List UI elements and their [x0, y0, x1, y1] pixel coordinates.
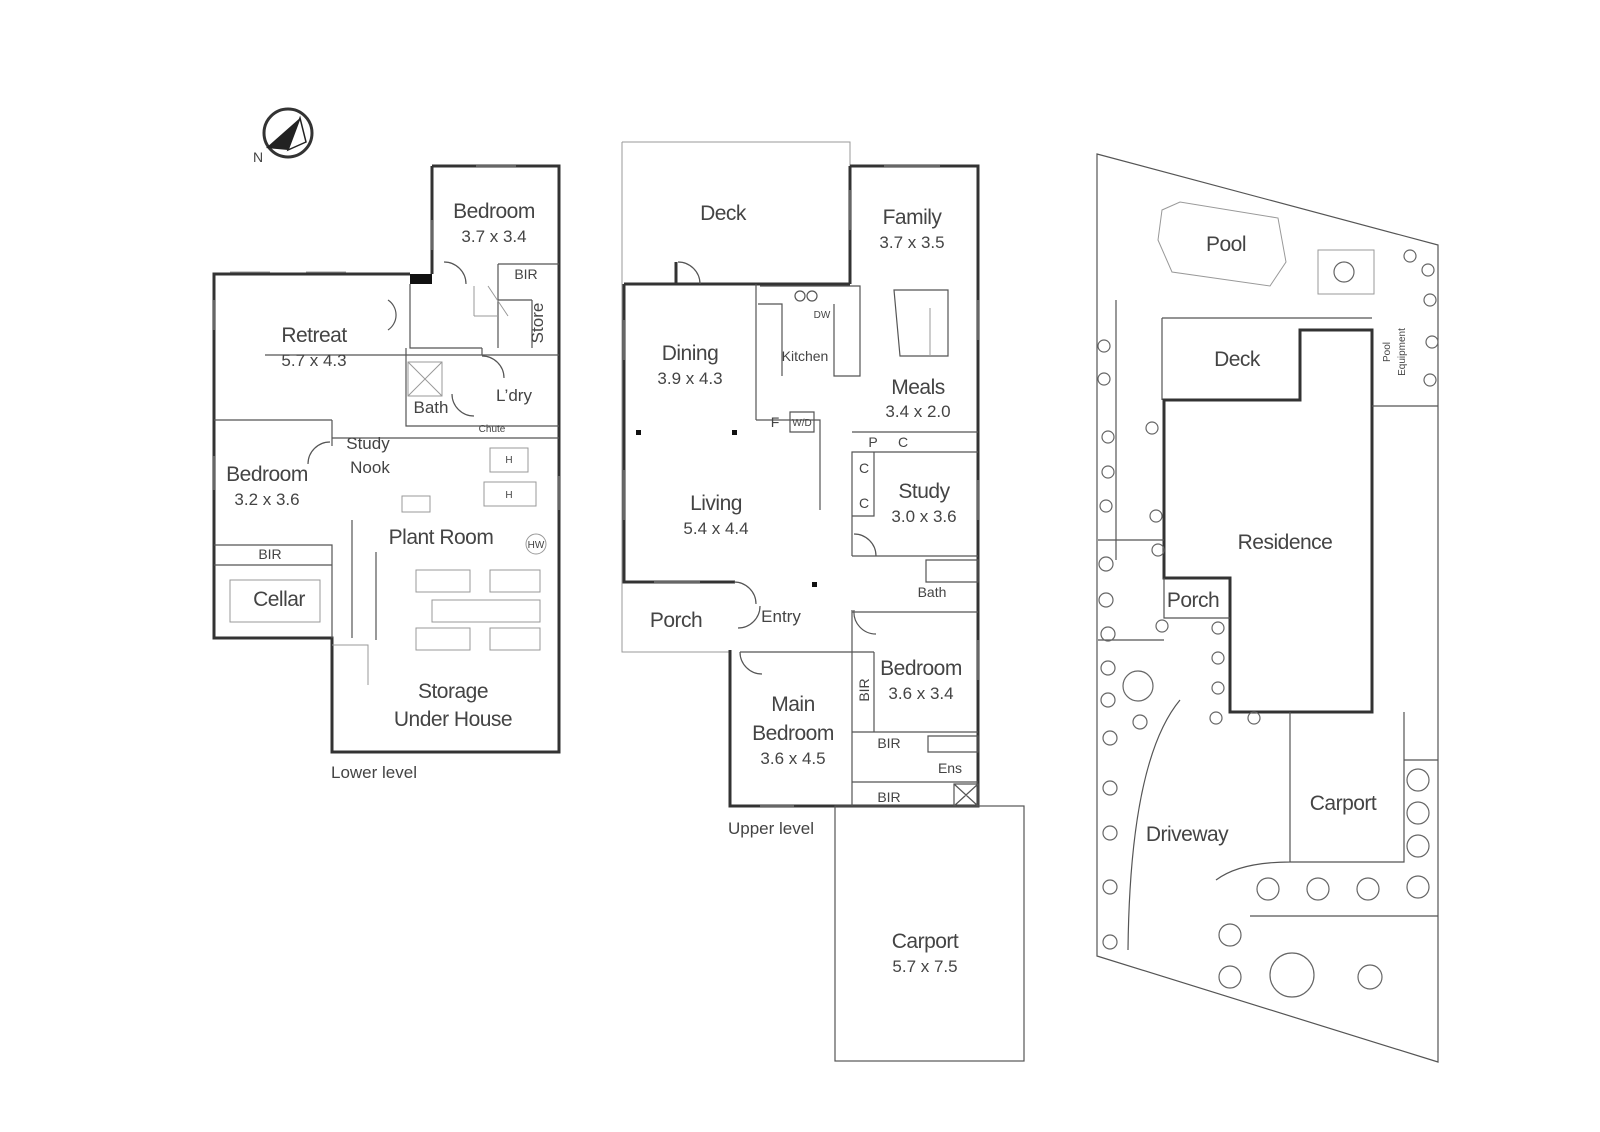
bir-label: BIR: [856, 678, 872, 701]
room-dimensions: 3.6 x 4.5: [760, 749, 825, 768]
pantry-label: P: [868, 434, 877, 450]
hot-water-label: HW: [528, 540, 545, 551]
washer-dryer-label: W/D: [792, 418, 811, 429]
site-label: Equipment: [1397, 328, 1408, 376]
room-label: Retreat: [281, 324, 347, 347]
room-label: Porch: [650, 609, 702, 632]
fridge-label: F: [771, 414, 780, 430]
site-label: Carport: [1310, 792, 1377, 815]
bir-label: BIR: [877, 735, 900, 751]
north-compass-icon: N: [253, 107, 314, 165]
bath-label: Bath: [918, 584, 947, 600]
room-dimensions: 3.0 x 3.6: [891, 507, 956, 526]
room-label: Deck: [700, 202, 747, 225]
room-dimensions: 5.7 x 7.5: [892, 957, 957, 976]
bir-label: BIR: [514, 266, 537, 282]
cupboard-label: C: [859, 495, 869, 511]
room-label: Bedroom: [226, 463, 308, 486]
dishwasher-label: DW: [814, 310, 831, 321]
room-dimensions: 3.6 x 3.4: [888, 684, 953, 703]
room-dimensions: 3.7 x 3.4: [461, 227, 526, 246]
room-dimensions: 5.4 x 4.4: [683, 519, 748, 538]
ensuite-label: Ens: [938, 760, 962, 776]
room-dimensions: 3.4 x 2.0: [885, 402, 950, 421]
laundry-label: L’dry: [496, 386, 532, 405]
site-plan: [1096, 153, 1439, 1063]
room-dimensions: 3.9 x 4.3: [657, 369, 722, 388]
room-label: Family: [883, 206, 943, 229]
site-label: Pool: [1382, 342, 1393, 362]
store-label: Store: [528, 303, 547, 344]
room-label: Bedroom: [453, 200, 535, 223]
room-dimensions: 5.7 x 4.3: [281, 351, 346, 370]
upper-level-plan: [621, 141, 1025, 1062]
room-label: Plant Room: [389, 526, 494, 549]
room-label: Dining: [662, 342, 719, 365]
bath-label: Bath: [414, 398, 449, 417]
room-label: Study: [346, 434, 390, 453]
heater-label: H: [505, 490, 512, 501]
room-dimensions: 3.2 x 3.6: [234, 490, 299, 509]
lower-level-plan: [212, 164, 561, 754]
room-label: Under House: [394, 708, 512, 731]
site-label: Driveway: [1146, 823, 1229, 846]
heater-label: H: [505, 455, 512, 466]
chute-label: Chute: [479, 424, 506, 435]
site-label: Pool: [1206, 233, 1246, 256]
room-label: Nook: [350, 458, 390, 477]
site-label: Residence: [1238, 531, 1333, 554]
bir-label: BIR: [877, 789, 900, 805]
room-label: Entry: [761, 607, 801, 626]
bir-label: BIR: [258, 546, 281, 562]
upper-level-caption: Upper level: [728, 819, 814, 838]
kitchen-label: Kitchen: [782, 348, 829, 364]
cupboard-label: C: [898, 434, 908, 450]
site-label: Porch: [1167, 589, 1219, 612]
room-label: Cellar: [253, 588, 305, 611]
lower-level-caption: Lower level: [331, 763, 417, 782]
room-label: Storage: [418, 680, 488, 703]
room-label: Living: [690, 492, 742, 515]
room-dimensions: 3.7 x 3.5: [879, 233, 944, 252]
room-label: Main: [771, 693, 815, 716]
room-label: Meals: [891, 376, 945, 399]
room-label: Bedroom: [880, 657, 962, 680]
site-label: Deck: [1214, 348, 1261, 371]
room-label: Study: [898, 480, 950, 503]
cupboard-label: C: [859, 460, 869, 476]
room-label: Bedroom: [752, 722, 834, 745]
compass-label: N: [253, 149, 263, 165]
room-label: Carport: [892, 930, 959, 953]
